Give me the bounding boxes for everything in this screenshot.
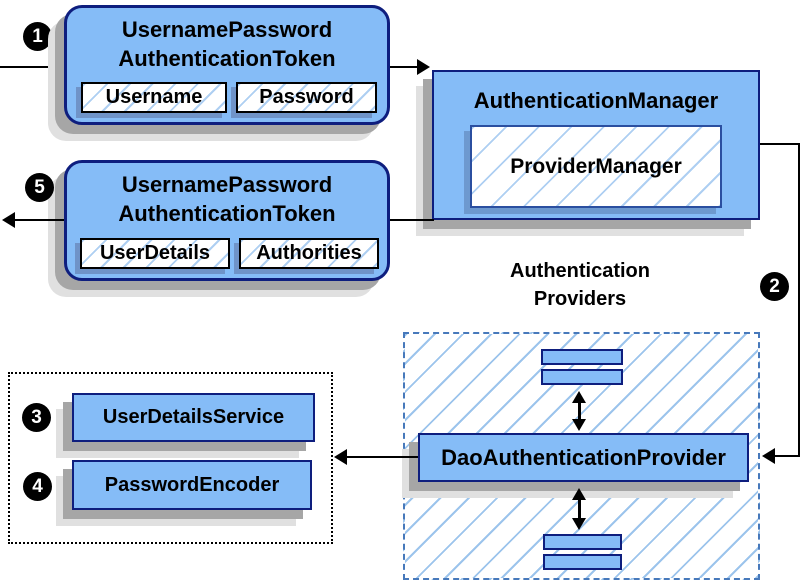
step-1-badge: 1 — [23, 22, 52, 51]
authentication-manager-box: AuthenticationManager ProviderManager — [432, 70, 760, 220]
provider-manager-box: ProviderManager — [470, 125, 722, 208]
provider-link-top-shaft — [578, 401, 581, 421]
request-to-manager-line — [390, 66, 420, 68]
password-encoder-box: PasswordEncoder — [72, 460, 312, 510]
request-token-box: UsernamePassword AuthenticationToken Use… — [64, 5, 390, 125]
result-outgoing-arrowhead-icon — [2, 212, 15, 228]
manager-to-provider-line-vertical — [798, 143, 800, 457]
providers-heading: Authentication Providers — [455, 257, 705, 313]
provider-link-bottom-shaft — [578, 498, 581, 520]
provider-link-bottom-up-arrowhead-icon — [572, 488, 586, 500]
request-token-title-line2: AuthenticationToken — [118, 46, 336, 71]
result-token-title-line2: AuthenticationToken — [118, 201, 336, 226]
step-3-badge: 3 — [22, 403, 51, 432]
provider-slot-bar-bottom-1 — [543, 534, 622, 550]
result-token-box: UsernamePassword AuthenticationToken Use… — [64, 160, 390, 281]
provider-slot-bar-bottom-2 — [543, 554, 622, 570]
user-details-service-box: UserDetailsService — [72, 393, 315, 442]
provider-link-top-up-arrowhead-icon — [572, 391, 586, 403]
request-token-title: UsernamePassword AuthenticationToken — [67, 8, 387, 73]
manager-to-provider-line-top — [760, 143, 800, 145]
providers-heading-line1: Authentication — [510, 260, 650, 282]
request-token-title-line1: UsernamePassword — [121, 17, 333, 42]
incoming-flow-line — [0, 66, 64, 68]
result-token-title-line1: UsernamePassword — [121, 172, 333, 197]
authentication-manager-title: AuthenticationManager — [473, 88, 719, 113]
result-token-title: UsernamePassword AuthenticationToken — [67, 163, 387, 228]
password-field: Password — [236, 82, 377, 113]
providers-heading-line2: Providers — [533, 288, 627, 310]
provider-slot-bar-top-1 — [541, 349, 623, 365]
step-4-badge: 4 — [23, 472, 52, 501]
dao-to-collaborators-arrowhead-icon — [334, 449, 347, 465]
manager-to-result-line — [390, 219, 434, 221]
step-5-badge: 5 — [25, 173, 54, 202]
manager-to-provider-arrowhead-icon — [762, 448, 775, 464]
dao-authentication-provider-box: DaoAuthenticationProvider — [418, 433, 749, 482]
user-details-field: UserDetails — [80, 238, 230, 269]
request-to-manager-arrowhead-icon — [417, 59, 430, 75]
authorities-field: Authorities — [239, 238, 379, 269]
username-field: Username — [81, 82, 227, 113]
provider-link-top-down-arrowhead-icon — [572, 419, 586, 431]
result-outgoing-line — [12, 219, 64, 221]
step-2-badge: 2 — [760, 272, 789, 301]
provider-link-bottom-down-arrowhead-icon — [572, 518, 586, 530]
dao-to-collaborators-line — [346, 456, 418, 458]
provider-slot-bar-top-2 — [541, 369, 623, 385]
manager-to-provider-line-bottom — [774, 455, 800, 457]
